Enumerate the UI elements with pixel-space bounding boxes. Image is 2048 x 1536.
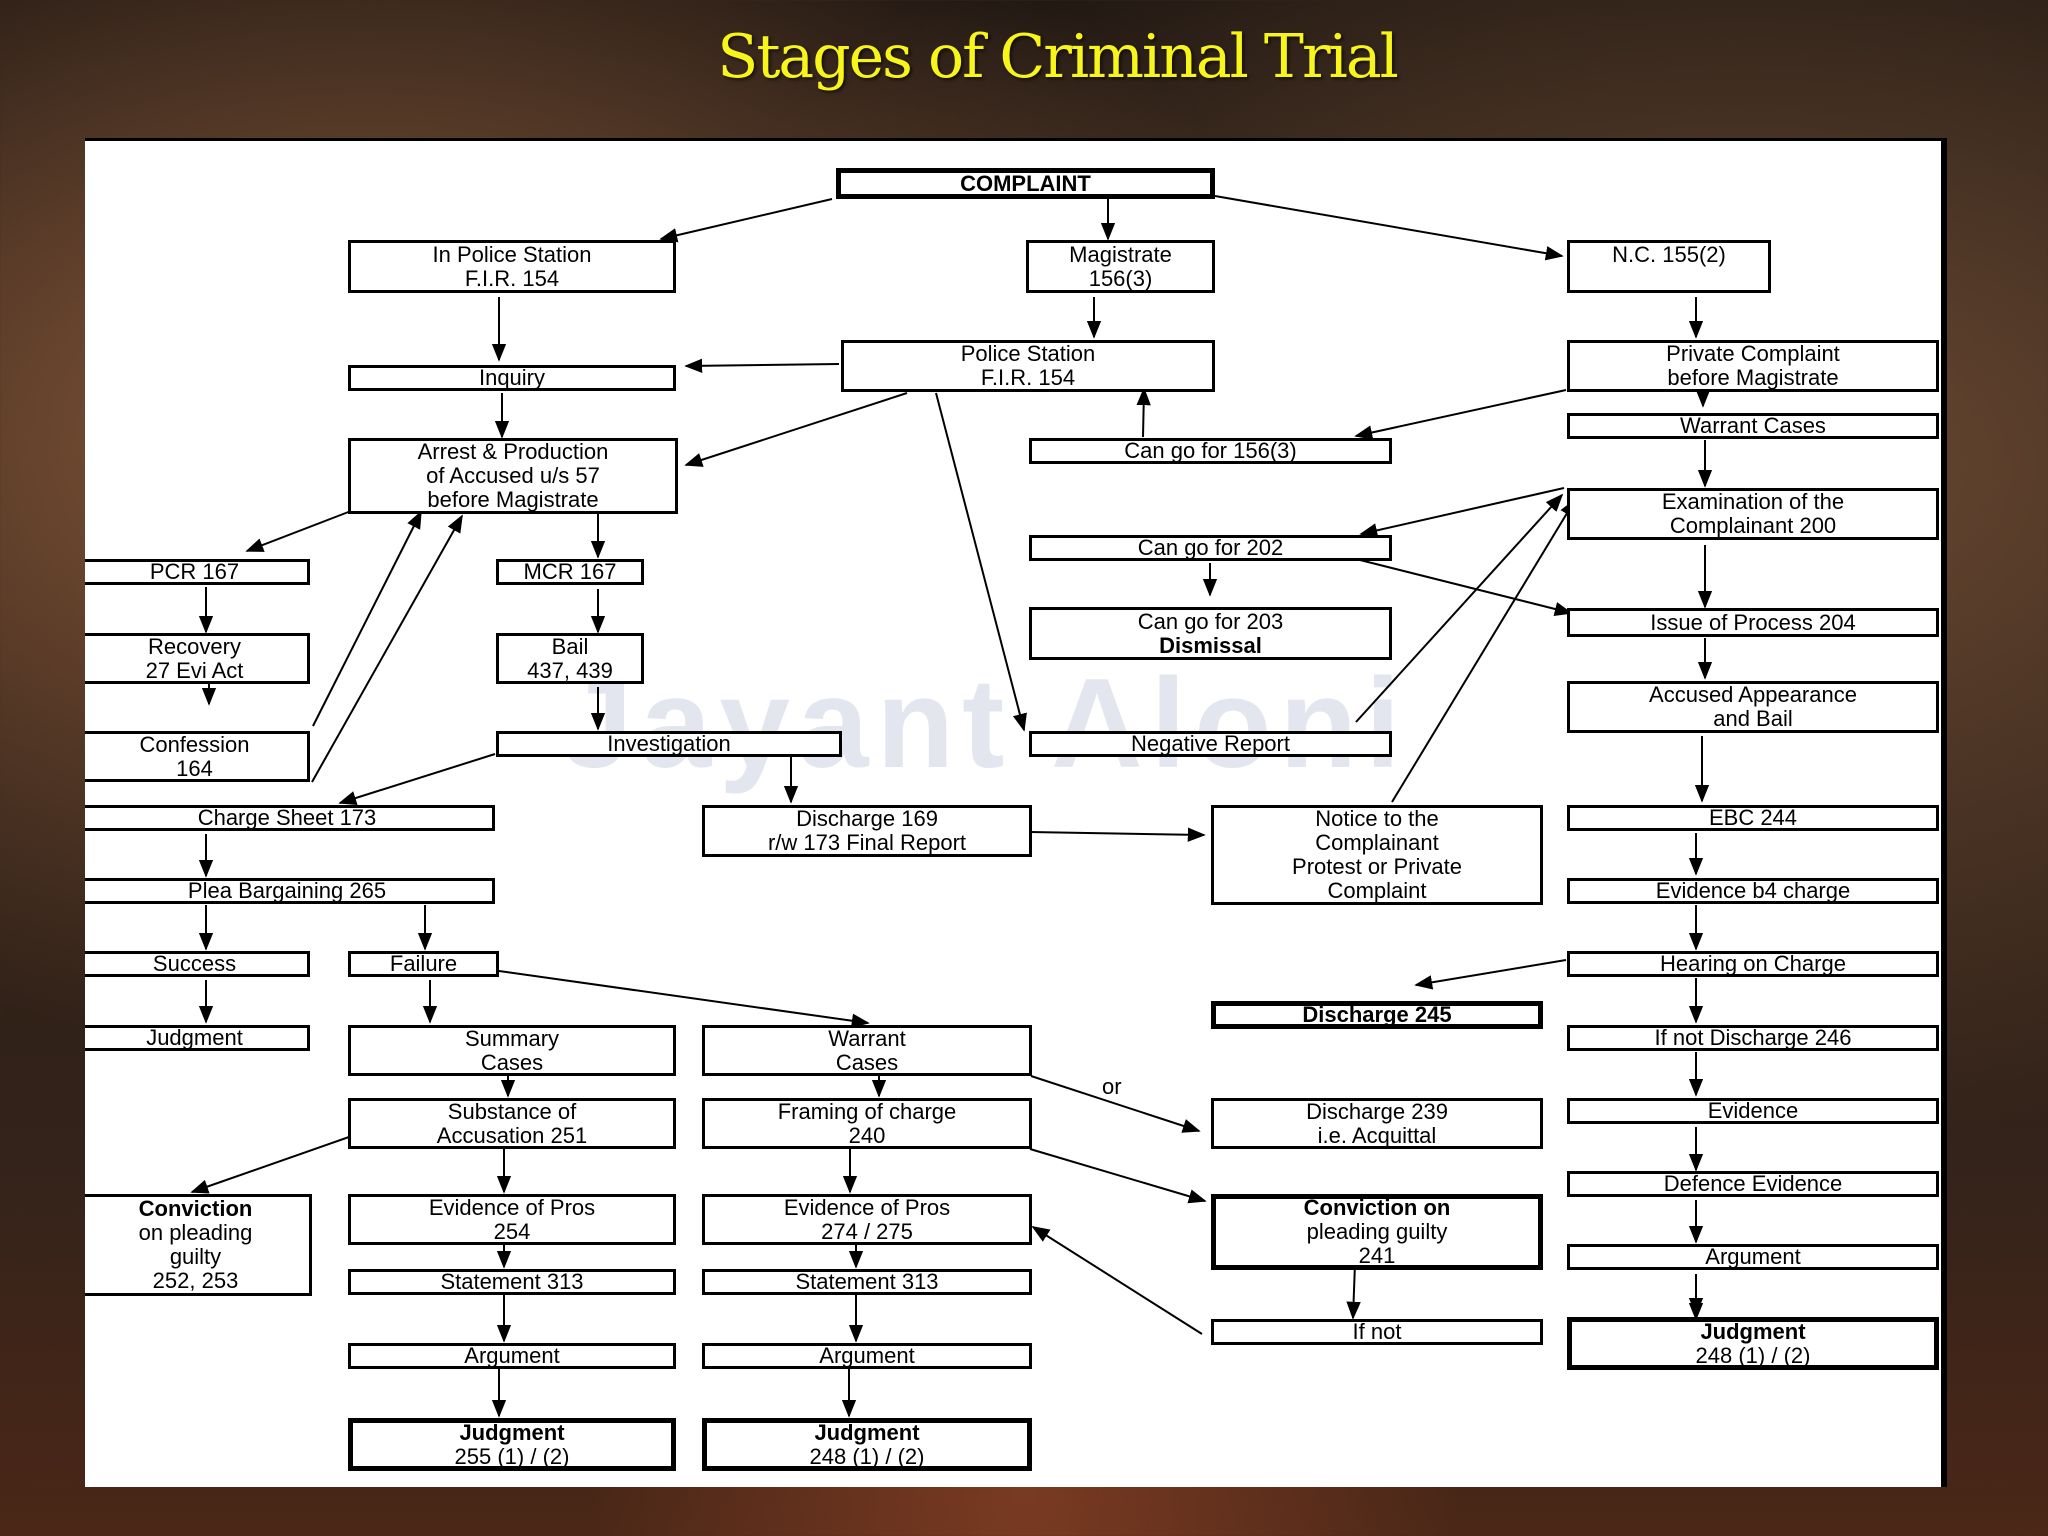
connector xyxy=(1356,390,1566,436)
node-can-go-202: Can go for 202 xyxy=(1029,535,1392,561)
node-if-not: If not xyxy=(1211,1319,1543,1345)
connector xyxy=(1215,196,1562,256)
or-label: or xyxy=(1102,1074,1122,1100)
node-argument-left: Argument xyxy=(348,1343,676,1369)
connector xyxy=(1416,960,1566,985)
connector xyxy=(499,971,868,1023)
node-argument-right: Argument xyxy=(1567,1244,1939,1270)
node-mcr-167: MCR 167 xyxy=(496,559,644,585)
node-complaint: COMPLAINT xyxy=(836,168,1215,199)
node-success: Success xyxy=(85,951,310,977)
flowchart-panel: Jayant Aloni xyxy=(85,138,1947,1487)
node-evidence: Evidence xyxy=(1567,1098,1939,1124)
connector xyxy=(661,199,832,239)
connector xyxy=(312,516,462,782)
node-statement-313-middle: Statement 313 xyxy=(702,1269,1032,1295)
node-nc-155: N.C. 155(2) xyxy=(1567,240,1771,293)
node-negative-report: Negative Report xyxy=(1029,731,1392,757)
node-can-go-156: Can go for 156(3) xyxy=(1029,438,1392,464)
connector xyxy=(936,393,1024,730)
connector xyxy=(247,511,351,551)
node-charge-sheet: Charge Sheet 173 xyxy=(85,805,495,831)
node-failure: Failure xyxy=(348,951,499,977)
node-warrant-cases-right: Warrant Cases xyxy=(1567,413,1939,439)
node-ebc-244: EBC 244 xyxy=(1567,805,1939,831)
node-issue-of-process: Issue of Process 204 xyxy=(1567,608,1939,637)
connector xyxy=(1030,1149,1205,1201)
node-defence-evidence: Defence Evidence xyxy=(1567,1171,1939,1197)
node-evidence-b4-charge: Evidence b4 charge xyxy=(1567,878,1939,904)
node-inquiry: Inquiry xyxy=(348,365,676,391)
node-hearing-on-charge: Hearing on Charge xyxy=(1567,951,1939,977)
node-plea-bargaining: Plea Bargaining 265 xyxy=(85,878,495,904)
connector xyxy=(1143,389,1144,437)
connector xyxy=(192,1137,349,1192)
node-discharge-245: Discharge 245 xyxy=(1211,1001,1543,1029)
node-if-not-discharge: If not Discharge 246 xyxy=(1567,1025,1939,1051)
connector xyxy=(1353,1263,1355,1318)
connector xyxy=(340,754,495,803)
node-investigation: Investigation xyxy=(496,731,842,757)
node-argument-middle: Argument xyxy=(702,1343,1032,1369)
connector xyxy=(1033,1227,1202,1334)
connector xyxy=(686,364,839,366)
node-judgment-plea: Judgment xyxy=(85,1025,310,1051)
connector xyxy=(1030,832,1204,835)
page-title: Stages of Criminal Trial xyxy=(0,22,2048,92)
node-statement-313-left: Statement 313 xyxy=(348,1269,676,1295)
node-pcr-167: PCR 167 xyxy=(85,559,310,585)
connector xyxy=(686,393,907,465)
